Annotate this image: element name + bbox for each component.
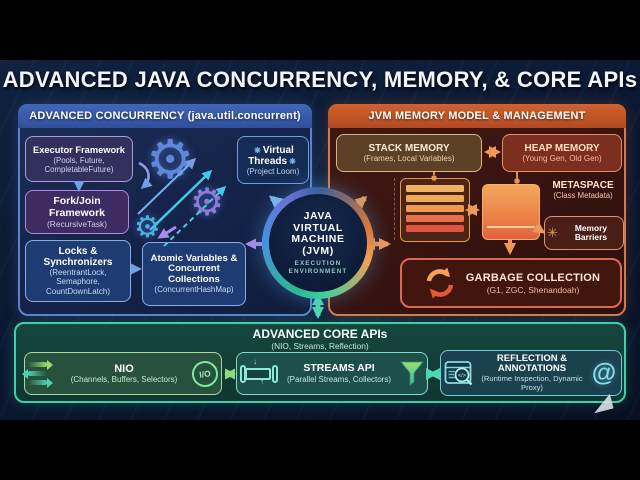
- pipe-icon: ↓ ↑: [240, 357, 278, 387]
- locks-subtitle: (ReentrantLock, Semaphore, CountDownLatc…: [45, 267, 111, 296]
- virtual-threads-subtitle: (Project Loom): [246, 166, 300, 176]
- gc-title: GARBAGE COLLECTION: [465, 271, 601, 284]
- page-title: ADVANCED JAVA CONCURRENCY, MEMORY, & COR…: [2, 67, 638, 92]
- right-arrow-icon: [28, 377, 53, 388]
- pipe-body: [245, 367, 271, 380]
- executor-title: Executor Framework: [33, 144, 125, 155]
- core-apis-subheader: (NIO, Streams, Reflection): [271, 341, 369, 351]
- streams-subtitle: (Parallel Streams, Collectors): [286, 374, 392, 384]
- locks-synchronizers-box: Locks & Synchronizers (ReentrantLock, Se…: [25, 240, 131, 302]
- heap-memory-title: HEAP MEMORY: [524, 143, 600, 154]
- pipe-in-arrow: ↓: [253, 356, 257, 366]
- right-arrow-icon: [28, 359, 53, 370]
- stack-frames-visual: [400, 178, 470, 242]
- svg-text:</>: </>: [458, 373, 466, 379]
- thread-sparkle-icon: ❋: [254, 145, 261, 155]
- letterbox-top: [0, 0, 640, 60]
- memory-barriers-title: Memory Barriers: [574, 222, 608, 242]
- fork-join-title: Fork/Join Framework: [48, 195, 106, 219]
- concurrency-header: ADVANCED CONCURRENCY (java.util.concurre…: [18, 104, 312, 128]
- heap-memory-box: HEAP MEMORY (Young Gen, Old Gen): [502, 134, 622, 172]
- stack-memory-box: STACK MEMORY (Frames, Local Variables): [336, 134, 482, 172]
- at-symbol-icon: @: [591, 358, 617, 387]
- atomic-title: Atomic Variables & Concurrent Collection…: [150, 252, 238, 285]
- stack-memory-title: STACK MEMORY: [368, 143, 450, 154]
- reflection-title: REFLECTION & ANNOTATIONS: [496, 352, 568, 375]
- stack-frame: [406, 185, 464, 192]
- nio-box: NIO (Channels, Buffers, Selectors) I/O: [24, 352, 222, 395]
- reflection-annotations-box: </> REFLECTION & ANNOTATIONS (Runtime In…: [440, 350, 622, 396]
- io-circle-icon: I/O: [190, 358, 220, 389]
- reflection-subtitle: (Runtime Inspection, Dynamic Proxy): [481, 373, 583, 392]
- nio-subtitle: (Channels, Buffers, Selectors): [70, 375, 178, 384]
- dashed-guide-line: [394, 178, 395, 240]
- metaspace-subtitle: (Class Metadata): [553, 191, 613, 200]
- metaspace-title: METASPACE: [552, 180, 614, 191]
- fork-join-subtitle: (RecursiveTask): [46, 219, 108, 229]
- streams-api-box: ↓ ↑ STREAMS API (Parallel Streams, Colle…: [236, 352, 428, 395]
- gc-subtitle: (G1, ZGC, Shenandoah): [486, 284, 580, 295]
- stack-frame: [406, 195, 464, 202]
- heap-memory-subtitle: (Young Gen, Old Gen): [522, 154, 602, 163]
- gc-recycle-icon: [426, 267, 454, 299]
- nio-title: NIO: [114, 363, 134, 375]
- jvm-circle: JAVA VIRTUAL MACHINE (JVM) EXECUTION ENV…: [262, 187, 374, 299]
- jvm-title-line: (JVM): [302, 244, 334, 257]
- jvm-title-line: VIRTUAL: [293, 221, 343, 234]
- memory-header: JVM MEMORY MODEL & MANAGEMENT: [328, 104, 626, 128]
- atomic-collections-box: Atomic Variables & Concurrent Collection…: [142, 242, 246, 306]
- pipe-cap: [272, 364, 278, 383]
- execution-environment-label: ENVIRONMENT: [288, 267, 348, 275]
- barrier-burst-icon: ✳: [547, 225, 558, 240]
- memory-barriers-box: ✳ Memory Barriers: [544, 216, 624, 250]
- virtual-threads-label: Virtual Threads: [248, 144, 294, 167]
- pipe-out-arrow: ↑: [260, 376, 264, 386]
- executor-subtitle: (Pools, Future, CompletableFuture): [44, 155, 114, 174]
- metaspace-label: METASPACE (Class Metadata): [542, 180, 624, 200]
- stack-frame: [406, 215, 464, 222]
- garbage-collection-box: GARBAGE COLLECTION (G1, ZGC, Shenandoah): [400, 258, 622, 308]
- stack-frame: [406, 205, 464, 212]
- jvm-title-line: MACHINE: [291, 233, 345, 245]
- locks-title: Locks & Synchronizers: [43, 245, 113, 268]
- left-arrow-icon: [28, 371, 47, 376]
- virtual-threads-box: ❋Virtual Threads❋ (Project Loom): [237, 136, 309, 184]
- stack-frame: [406, 225, 464, 232]
- heap-visual: [482, 184, 540, 240]
- nio-arrows-icon: [28, 359, 56, 388]
- core-apis-header: ADVANCED CORE APIs: [252, 327, 388, 341]
- stack-memory-subtitle: (Frames, Local Variables): [363, 154, 455, 163]
- streams-title: STREAMS API: [303, 362, 375, 375]
- atomic-subtitle: (ConcurrentHashMap): [154, 285, 234, 295]
- virtual-threads-title: ❋Virtual Threads❋: [241, 145, 305, 167]
- jvm-circle-inner: JAVA VIRTUAL MACHINE (JVM) EXECUTION ENV…: [269, 194, 367, 292]
- thread-sparkle-icon: ❋: [289, 156, 296, 166]
- fork-join-box: Fork/Join Framework (RecursiveTask): [25, 190, 129, 234]
- heap-generation-divider: [487, 226, 535, 228]
- funnel-icon: [400, 361, 424, 386]
- jvm-title-line: JAVA: [303, 210, 333, 222]
- execution-environment-label: EXECUTION: [294, 260, 342, 267]
- letterbox-bottom: [0, 420, 640, 480]
- executor-framework-box: Executor Framework (Pools, Future, Compl…: [25, 136, 133, 182]
- runtime-inspector-icon: </>: [444, 361, 473, 386]
